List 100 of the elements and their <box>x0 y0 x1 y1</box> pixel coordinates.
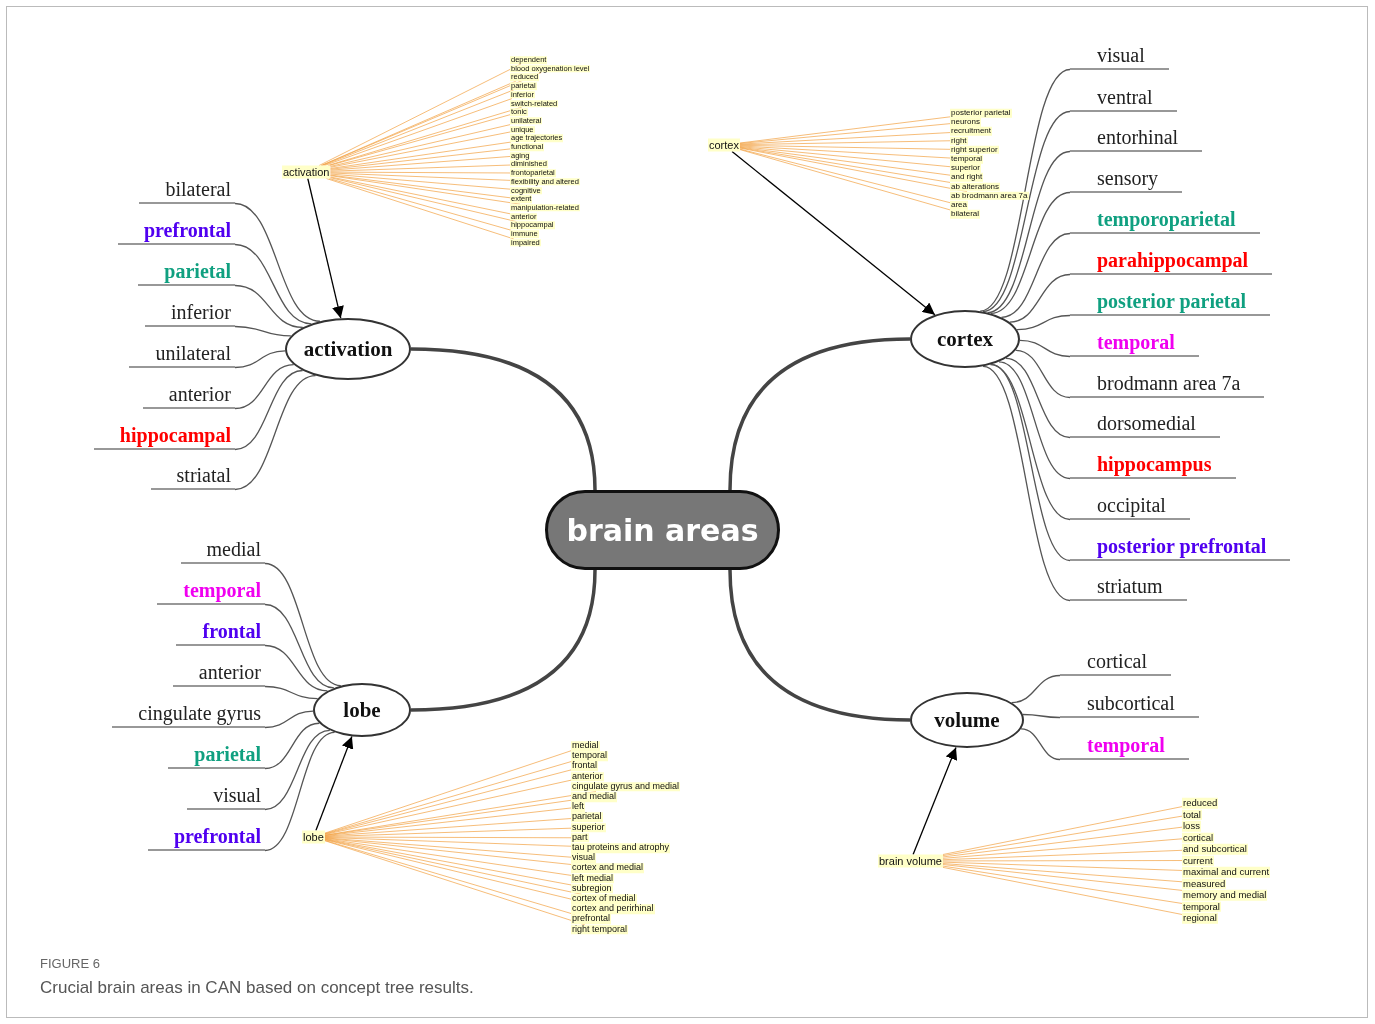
concept-tree-line <box>330 148 511 170</box>
concept-tree-root: brain volume <box>878 854 943 868</box>
keyword-label: unilateral <box>129 340 235 368</box>
branch-line <box>1015 349 1071 399</box>
concept-tree-line <box>330 156 511 171</box>
concept-tree-line <box>739 146 951 168</box>
concept-tree-line <box>942 806 1183 855</box>
concept-tree-line <box>324 818 572 837</box>
keyword-label: posterior parietal <box>1070 288 1271 316</box>
keyword-label: sensory <box>1070 165 1183 193</box>
branch-line <box>998 361 1071 480</box>
keyword-label: visual <box>187 782 265 810</box>
concept-tree-line <box>942 861 1183 871</box>
branch-line <box>1000 232 1071 318</box>
concept-tree-term: and right <box>950 173 984 182</box>
concept-tree-line <box>324 837 572 858</box>
branch-line <box>234 243 312 325</box>
topic-ellipse: volume <box>910 692 1024 748</box>
concept-tree-term: parietal <box>571 812 603 823</box>
concept-tree-term: bilateral <box>950 209 980 219</box>
branch-line <box>264 722 320 770</box>
concept-tree-term: total <box>1182 809 1202 820</box>
concept-tree-term: cortex and perirhinal <box>571 904 655 914</box>
branch-line <box>264 710 314 729</box>
concept-tree-term: neurons <box>950 117 981 127</box>
concept-tree-term: and subcortical <box>1182 843 1248 855</box>
concept-tree-line <box>739 116 951 144</box>
concept-tree-term: medial <box>571 741 600 751</box>
concept-tree-term: area <box>950 200 968 210</box>
concept-tree-term: cortex and medial <box>571 863 645 874</box>
concept-tree-term: right <box>950 136 968 145</box>
branch-line <box>728 569 911 722</box>
keyword-label: cortical <box>1060 648 1171 676</box>
concept-tree-root: cortex <box>708 138 740 152</box>
branch-line <box>264 603 335 689</box>
keyword-label: anterior <box>142 381 235 409</box>
concept-tree-line <box>330 141 512 169</box>
concept-tree-line <box>942 865 1183 904</box>
keyword-label: hippocampus <box>1070 451 1236 479</box>
keyword-label: parietal <box>168 741 265 769</box>
keyword-label: occipital <box>1070 492 1190 520</box>
concept-tree-line <box>324 779 572 835</box>
concept-tree-term: measured <box>1182 878 1227 889</box>
branch-line <box>410 569 597 712</box>
branch-line <box>264 729 331 811</box>
branch-line <box>728 337 911 491</box>
concept-tree-term: ab alterations <box>950 182 1001 191</box>
branch-line <box>1010 674 1061 704</box>
keyword-label: striatum <box>1070 573 1187 601</box>
figure-number: FIGURE 6 <box>40 956 100 971</box>
concept-tree-line <box>739 147 951 183</box>
keyword-label: frontal <box>176 618 265 646</box>
branch-line <box>1019 339 1071 358</box>
keyword-label: posterior prefrontal <box>1070 533 1291 561</box>
concept-tree-term: cortex of medial <box>571 894 637 904</box>
concept-tree-term: recruitment <box>950 127 992 136</box>
concept-tree-term: cingulate gyrus and medial <box>571 782 681 792</box>
central-topic-node: brain areas <box>545 490 780 570</box>
concept-tree-line <box>328 178 512 231</box>
topic-ellipse: cortex <box>910 310 1020 368</box>
keyword-label: temporal <box>1060 732 1189 760</box>
concept-tree-root: lobe <box>302 830 325 844</box>
concept-tree-term: superior <box>571 822 606 833</box>
keyword-label: temporal <box>157 577 265 605</box>
concept-tree-term: left medial <box>571 873 615 884</box>
concept-tree-term: temporal <box>1182 901 1221 912</box>
keyword-label: visual <box>1070 42 1169 70</box>
concept-tree-line <box>329 114 511 166</box>
concept-tree-line <box>739 132 951 145</box>
branch-line <box>234 350 286 369</box>
branch-line <box>234 284 304 329</box>
concept-tree-line <box>942 826 1183 858</box>
concept-tree-term: regional <box>1182 912 1218 924</box>
concept-tree-line <box>324 838 572 876</box>
concept-tree-term: and medial <box>571 792 618 802</box>
concept-tree-line <box>330 176 511 215</box>
concept-tree-term: left <box>571 802 585 812</box>
concept-tree-term: right temporal <box>571 924 629 935</box>
keyword-label: cingulate gyrus <box>112 700 265 728</box>
branch-line <box>234 364 295 410</box>
concept-tree-term: tau proteins and atrophy <box>571 843 671 853</box>
topic-ellipse: lobe <box>313 683 411 737</box>
keyword-label: prefrontal <box>117 217 235 245</box>
concept-tree-term: reduced <box>1182 797 1219 809</box>
branch-line <box>1020 728 1061 761</box>
keyword-label: temporoparietal <box>1070 206 1260 234</box>
concept-tree-root: activation <box>282 165 331 179</box>
keyword-label: bilateral <box>139 176 235 204</box>
concept-tree-term: posterior parietal <box>950 108 1012 118</box>
concept-tree-term: memory and medial <box>1182 889 1268 901</box>
branch-line <box>410 347 597 491</box>
keyword-label: anterior <box>172 659 265 687</box>
concept-tree-line <box>739 140 951 146</box>
keyword-label: ventral <box>1070 84 1177 112</box>
keyword-label: subcortical <box>1060 690 1199 718</box>
concept-tree-term: temporal <box>571 751 608 761</box>
topic-ellipse: activation <box>285 318 411 380</box>
concept-tree-term: frontal <box>571 761 598 772</box>
concept-tree-line <box>942 838 1183 859</box>
concept-tree-term: visual <box>571 853 596 863</box>
